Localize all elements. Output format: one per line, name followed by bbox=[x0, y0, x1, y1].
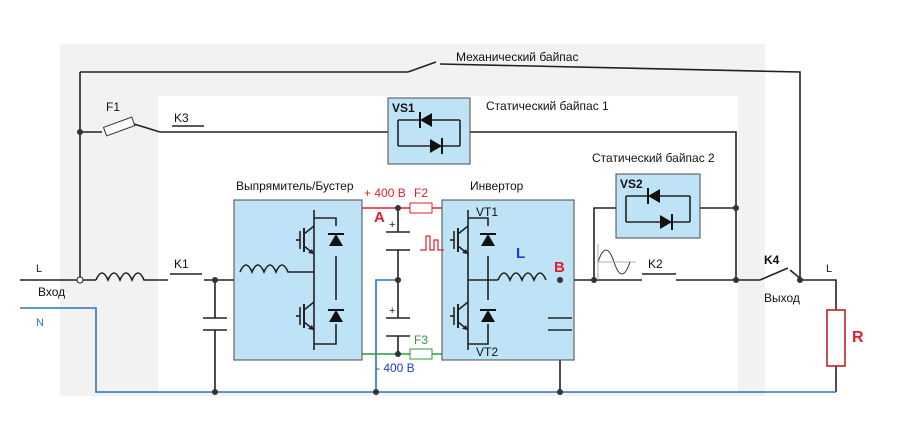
fuse-f2 bbox=[409, 202, 433, 214]
switch-mech-bypass bbox=[407, 61, 437, 73]
label-minus-bus: - 400 В bbox=[376, 361, 415, 375]
dc-capacitor-upper bbox=[386, 231, 410, 251]
rectifier-leg bbox=[313, 210, 337, 350]
label-line-in: L bbox=[36, 263, 42, 275]
inverter-module bbox=[441, 199, 575, 361]
fuse-f3 bbox=[409, 348, 433, 360]
vs1-thyristor-right bbox=[430, 139, 442, 153]
label-line-out: L bbox=[826, 263, 832, 275]
label-k1: K1 bbox=[174, 257, 189, 271]
inverter-leg bbox=[467, 210, 498, 350]
label-plus-bus: + 400 В bbox=[364, 186, 406, 200]
label-node-b: B bbox=[554, 259, 565, 276]
output-capacitor bbox=[548, 317, 572, 331]
vs2-frame bbox=[625, 195, 691, 223]
label-vt2: VT2 bbox=[476, 345, 498, 359]
mech-bypass-wire bbox=[80, 63, 801, 278]
pwm-waveform-icon bbox=[420, 235, 444, 251]
static-bypass-1-wire bbox=[80, 123, 737, 282]
label-mech-bypass: Механический байпас bbox=[456, 50, 578, 64]
label-k2: K2 bbox=[648, 257, 663, 271]
rectifier-module bbox=[233, 199, 363, 361]
vs2-thyristor-left bbox=[648, 189, 660, 203]
label-vs1: VS1 bbox=[392, 101, 415, 115]
vs1-module bbox=[387, 97, 471, 165]
load-resistor bbox=[826, 309, 846, 367]
switch-k4 bbox=[759, 267, 789, 281]
label-k4: K4 bbox=[764, 253, 780, 267]
label-static-bypass-1: Статический байпас 1 bbox=[486, 99, 609, 113]
neutral-wire bbox=[20, 307, 836, 393]
label-inverter: Инвертор bbox=[470, 179, 524, 193]
label-output: Выход bbox=[764, 291, 800, 305]
label-cap-plus-lower: + bbox=[389, 305, 395, 317]
label-rectifier: Выпрямитель/Бустер bbox=[236, 179, 354, 193]
label-cap-plus-upper: + bbox=[389, 219, 395, 231]
label-k3: K3 bbox=[174, 111, 189, 125]
label-f3: F3 bbox=[414, 333, 428, 347]
dc-capacitor-lower bbox=[386, 317, 410, 337]
label-f2: F2 bbox=[414, 186, 428, 200]
rectifier-inductor bbox=[239, 264, 314, 275]
label-load-r: R bbox=[852, 329, 864, 346]
fuse-f1 bbox=[102, 116, 136, 137]
vs1-frame bbox=[397, 119, 461, 147]
vs2-thyristor-right bbox=[660, 215, 672, 229]
label-vs2: VS2 bbox=[620, 177, 643, 191]
label-static-bypass-2: Статический байпас 2 bbox=[592, 151, 715, 165]
label-inductor-l: L bbox=[516, 245, 525, 262]
vs2-module bbox=[615, 173, 701, 239]
label-vt1: VT1 bbox=[476, 205, 498, 219]
label-input: Вход bbox=[38, 285, 65, 299]
inverter-inductor bbox=[497, 272, 547, 283]
vs1-thyristor-left bbox=[420, 113, 432, 127]
label-neutral-in: N bbox=[36, 317, 44, 329]
input-capacitor bbox=[203, 317, 227, 331]
input-inductor bbox=[95, 272, 150, 283]
label-f1: F1 bbox=[106, 100, 120, 114]
static-bypass-2-wire bbox=[593, 207, 736, 280]
label-node-a: A bbox=[374, 209, 385, 226]
